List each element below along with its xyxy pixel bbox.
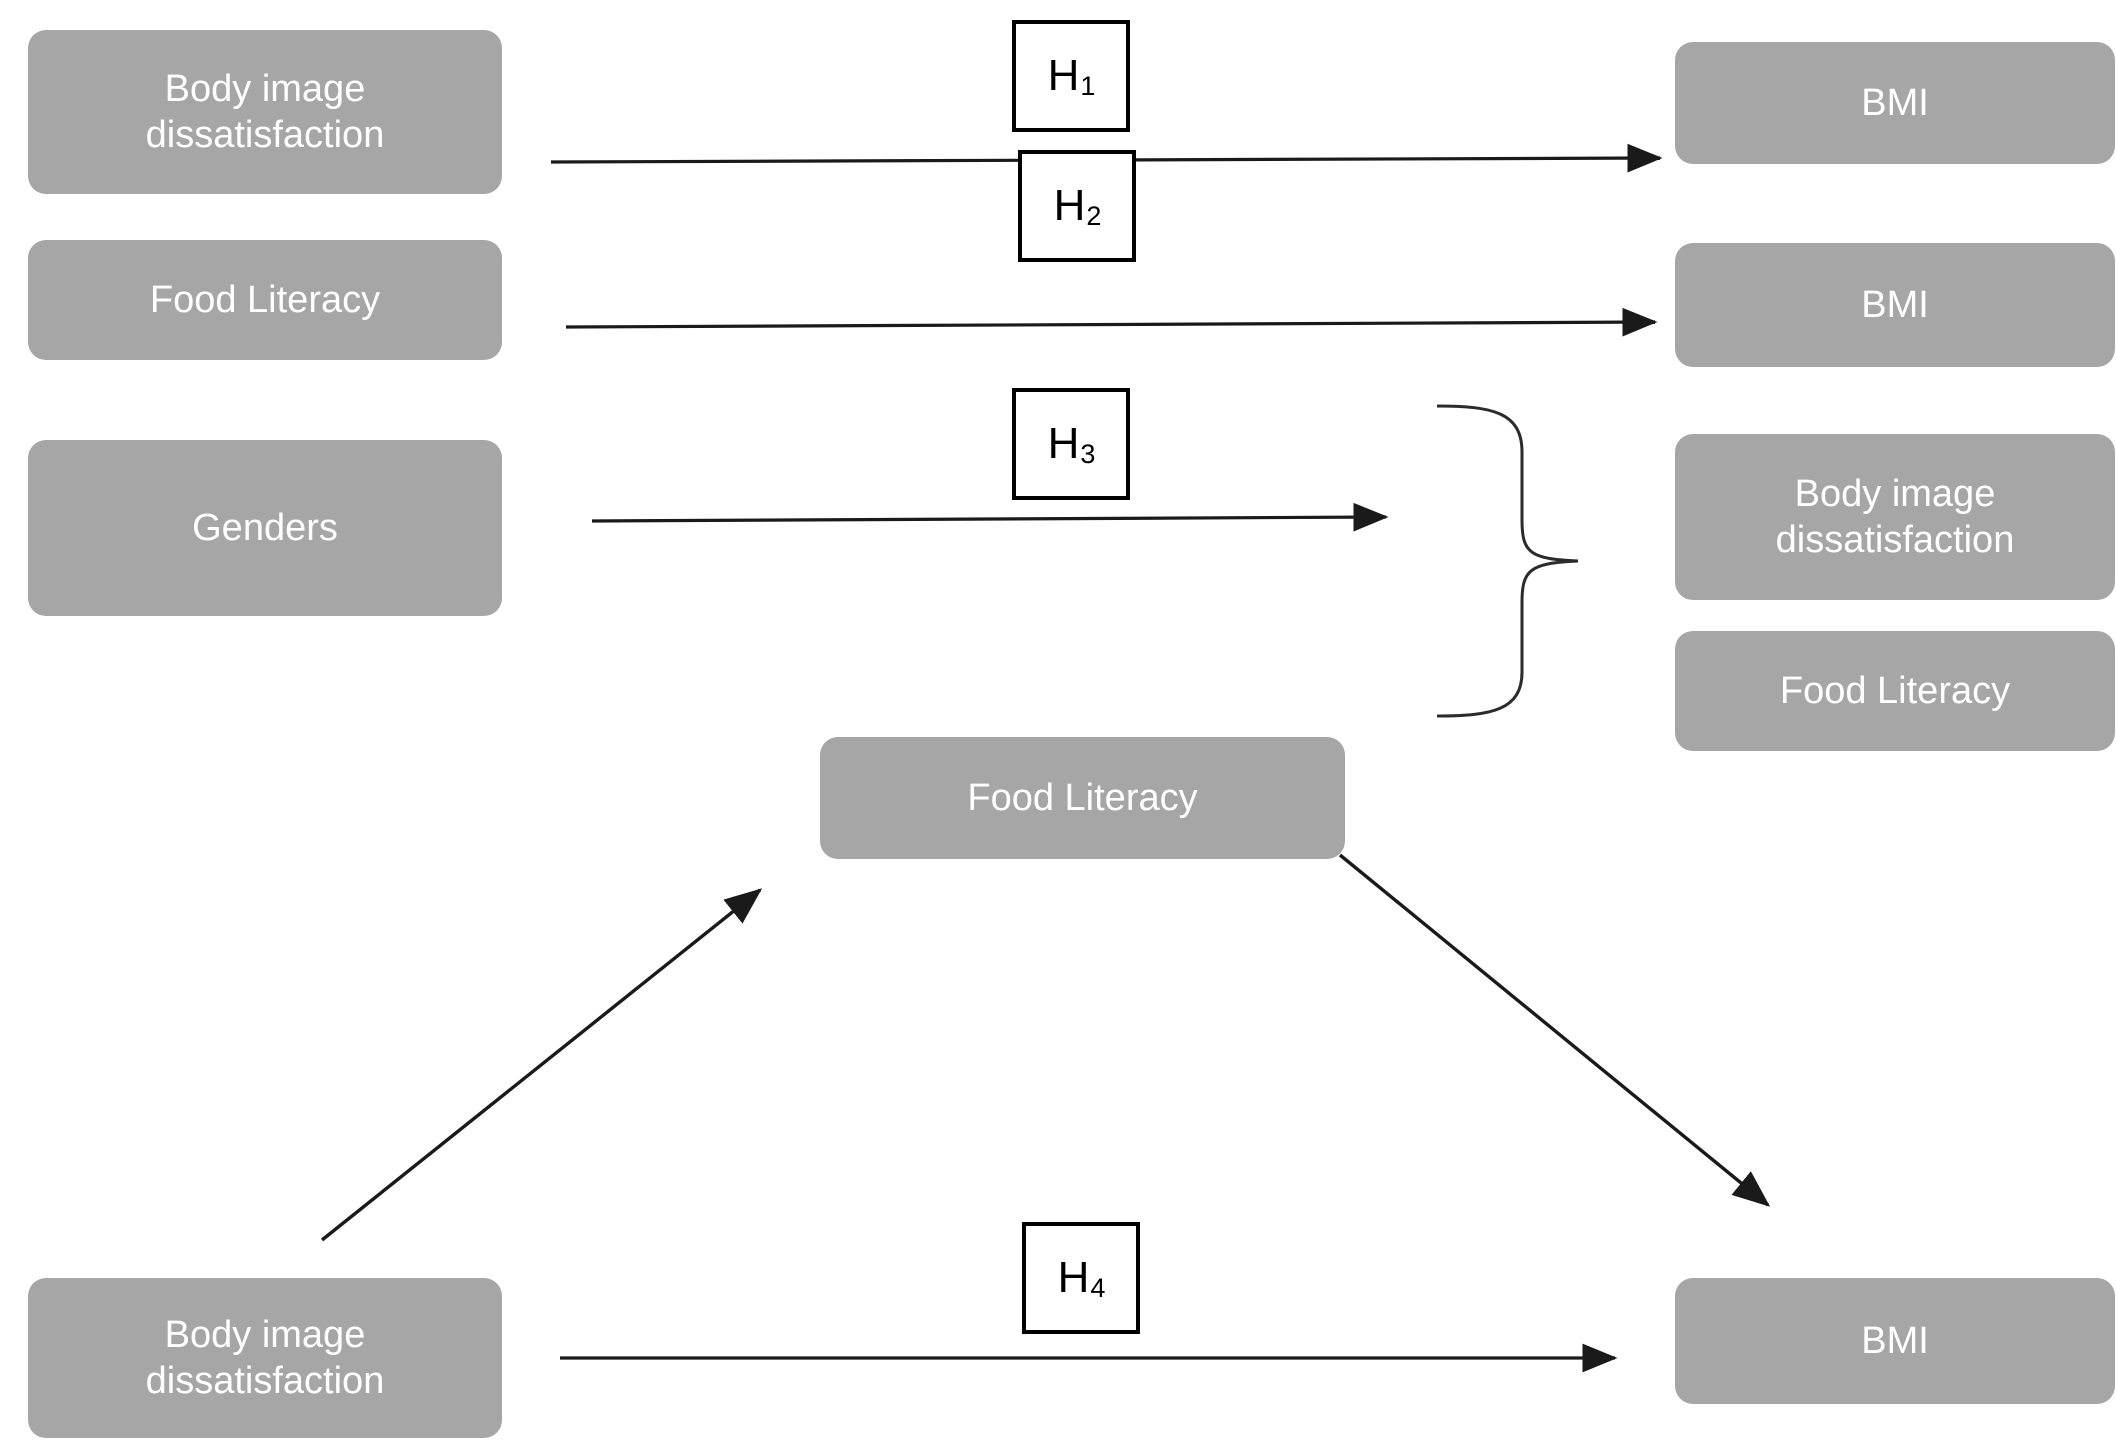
node-genders-h3[interactable]: Genders: [28, 440, 502, 616]
connector-h4-a-arrow: [320, 888, 763, 1242]
node-bmi-h1[interactable]: BMI: [1675, 42, 2115, 164]
node-bmi-h2[interactable]: BMI: [1675, 243, 2115, 367]
node-body-image-dissatisfaction-h3[interactable]: Body image dissatisfaction: [1675, 434, 2115, 600]
connector-h4-b-arrow: [1338, 853, 1771, 1207]
hypothesis-subscript-h4: 4: [1090, 1272, 1106, 1303]
hypothesis-subscript-h1: 1: [1080, 70, 1096, 101]
connector-h3-arrow: [591, 502, 1389, 532]
node-food-literacy-h2[interactable]: Food Literacy: [28, 240, 502, 360]
hypothesis-letter-h1: H: [1047, 51, 1080, 100]
hypothesis-letter-h2: H: [1053, 181, 1086, 230]
node-bmi-h4[interactable]: BMI: [1675, 1278, 2115, 1404]
brace-h3: [1436, 404, 1579, 718]
hypothesis-letter-h3: H: [1047, 419, 1080, 468]
node-food-literacy-h3[interactable]: Food Literacy: [1675, 631, 2115, 751]
hypothesis-letter-h4: H: [1057, 1253, 1090, 1302]
hypothesis-subscript-h2: 2: [1086, 200, 1102, 231]
node-body-image-dissatisfaction-h1[interactable]: Body image dissatisfaction: [28, 30, 502, 194]
node-food-literacy-mediator[interactable]: Food Literacy: [820, 737, 1345, 859]
node-body-image-dissatisfaction-h4[interactable]: Body image dissatisfaction: [28, 1278, 502, 1438]
hypothesis-subscript-h3: 3: [1080, 438, 1096, 469]
connector-h2-arrow: [565, 307, 1658, 337]
